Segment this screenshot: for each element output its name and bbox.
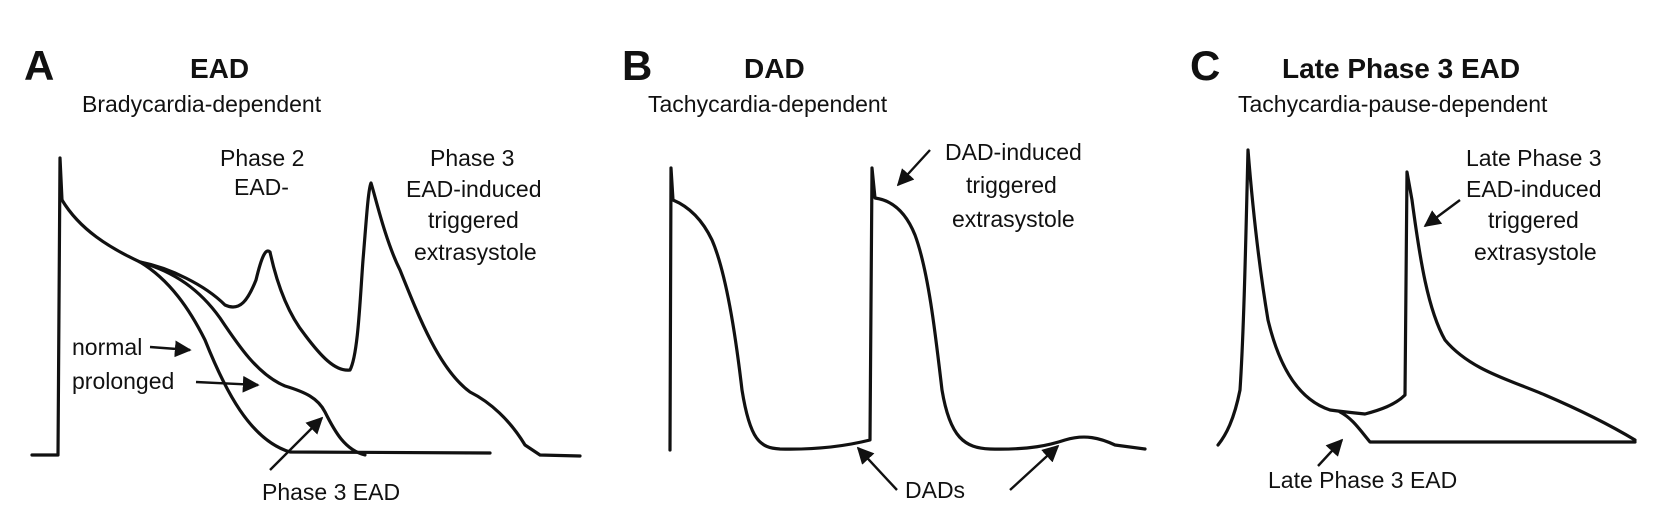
- late-phase3-ead-arrow: [1317, 438, 1344, 467]
- late-label-line4: extrasystole: [1474, 239, 1597, 265]
- panel-a-baseline-trace: [30, 156, 64, 457]
- panel-b: B DAD Tachycardia-dependent DAD-induced …: [622, 42, 1147, 503]
- panel-b-letter: B: [622, 42, 652, 89]
- late-label-line1: Late Phase 3: [1466, 145, 1602, 171]
- panel-c-letter: C: [1190, 42, 1220, 89]
- phase3-label-line3: triggered: [428, 207, 519, 233]
- dads-label: DADs: [905, 477, 965, 503]
- panel-b-subtitle: Tachycardia-dependent: [648, 91, 888, 117]
- late-label-line3: triggered: [1488, 207, 1579, 233]
- panel-a: A EAD Bradycardia-dependent Phase 2 EAD-…: [24, 42, 582, 505]
- panel-c-title: Late Phase 3 EAD: [1282, 53, 1520, 84]
- panel-c: C Late Phase 3 EAD Tachycardia-pause-dep…: [1190, 42, 1637, 493]
- phase3-label-line2: EAD-induced: [406, 176, 542, 202]
- prolonged-label: prolonged: [72, 368, 174, 394]
- dad-label-line2: triggered: [966, 172, 1057, 198]
- late-phase3-ead-label: Late Phase 3 EAD: [1268, 467, 1457, 493]
- panel-a-ead-trace: [138, 181, 582, 458]
- phase3-ead-label: Phase 3 EAD: [262, 479, 400, 505]
- dad-label-line3: extrasystole: [952, 206, 1075, 232]
- panel-c-subtitle: Tachycardia-pause-dependent: [1238, 91, 1548, 117]
- dad-induced-arrow: [896, 149, 931, 187]
- normal-arrow: [149, 340, 192, 358]
- phase2-label-line2: EAD-: [234, 174, 289, 200]
- panel-b-title: DAD: [744, 53, 805, 84]
- panel-b-ap-trace: [668, 166, 1147, 452]
- dads-arrow-right: [1009, 444, 1060, 491]
- panel-a-prolonged-trace: [138, 260, 367, 457]
- late-label-line2: EAD-induced: [1466, 176, 1602, 202]
- phase3-label-line4: extrasystole: [414, 239, 537, 265]
- panel-a-title: EAD: [190, 53, 249, 84]
- panel-c-late-ead-trace: [1338, 410, 1637, 444]
- late-ead-triggered-arrow: [1423, 199, 1461, 228]
- panel-a-letter: A: [24, 42, 54, 89]
- phase3-label-line1: Phase 3: [430, 145, 514, 171]
- phase2-label-line1: Phase 2: [220, 145, 304, 171]
- dad-label-line1: DAD-induced: [945, 139, 1082, 165]
- normal-label: normal: [72, 334, 142, 360]
- phase3-ead-arrow: [269, 416, 324, 471]
- panel-a-subtitle: Bradycardia-dependent: [82, 91, 322, 117]
- prolonged-arrow: [195, 375, 260, 393]
- panel-a-normal-trace: [60, 198, 492, 455]
- dads-arrow-left: [856, 446, 898, 491]
